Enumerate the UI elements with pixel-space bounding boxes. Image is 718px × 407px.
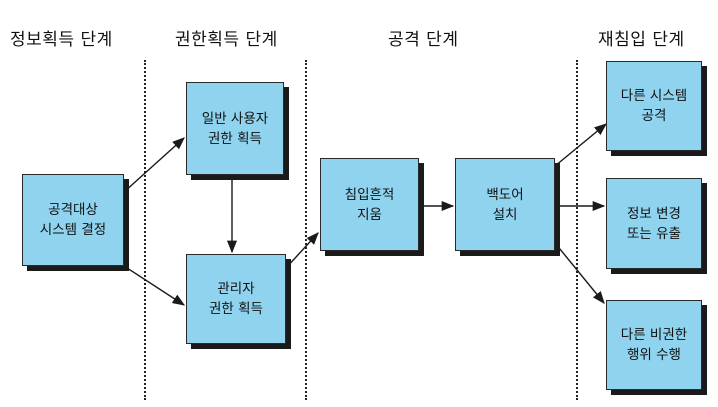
divider-info-privilege — [144, 60, 146, 400]
arrow-backdoor-to-attack-other — [554, 123, 607, 167]
box-target-system: 공격대상 시스템 결정 — [22, 174, 124, 266]
box-admin-privilege-line2: 권한 획득 — [209, 301, 263, 317]
box-erase-trace-line1: 침입흔적 — [344, 186, 395, 203]
box-attack-other-system: 다른 시스템 공격 — [606, 61, 702, 151]
arrow-admin-priv-to-erase-trace — [285, 232, 319, 269]
box-unauthorized-action: 다른 비권한 행위 수행 — [606, 300, 702, 390]
box-backdoor: 백도어 설치 — [455, 158, 555, 251]
divider-privilege-attack — [305, 60, 307, 400]
box-erase-trace-line2: 지움 — [357, 206, 382, 223]
box-user-privilege-line1: 일반 사용자 — [201, 110, 269, 127]
box-user-privilege: 일반 사용자 권한 획득 — [186, 82, 284, 175]
box-modify-or-leak-info-line1: 정보 변경 — [627, 205, 681, 222]
box-unauthorized-action-line2: 행위 수행 — [627, 347, 681, 363]
arrow-backdoor-to-unauthorized — [554, 242, 605, 304]
divider-attack-reentry — [576, 60, 578, 400]
stage-title-privilege: 권한획득 단계 — [175, 30, 278, 50]
box-user-privilege-line2: 권한 획득 — [208, 130, 262, 147]
box-backdoor-line2: 설치 — [492, 206, 518, 223]
stage-title-info: 정보획득 단계 — [10, 30, 113, 50]
box-erase-trace: 침입흔적 지움 — [320, 158, 419, 251]
box-attack-other-system-line2: 공격 — [641, 108, 667, 124]
box-attack-other-system-line1: 다른 시스템 — [620, 88, 688, 104]
arrow-target-to-user-priv — [123, 137, 185, 193]
box-modify-or-leak-info: 정보 변경 또는 유출 — [606, 178, 702, 269]
stage-title-attack: 공격 단계 — [388, 30, 459, 50]
box-unauthorized-action-line1: 다른 비권한 — [620, 327, 688, 343]
box-modify-or-leak-info-line2: 또는 유출 — [627, 225, 681, 242]
box-target-system-line2: 시스템 결정 — [39, 222, 107, 238]
arrow-target-to-admin-priv — [123, 265, 186, 306]
box-target-system-line1: 공격대상 — [48, 202, 98, 218]
box-admin-privilege: 관리자 권한 획득 — [186, 254, 286, 344]
box-admin-privilege-line1: 관리자 — [217, 281, 255, 297]
box-backdoor-line1: 백도어 — [486, 186, 524, 203]
stage-title-reentry: 재침입 단계 — [598, 30, 685, 50]
